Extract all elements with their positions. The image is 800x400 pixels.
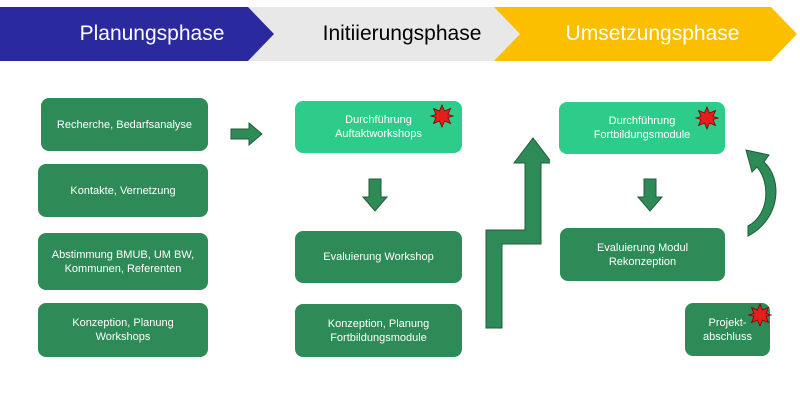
box-kontakte-line1: Kontakte, Vernetzung	[70, 184, 176, 197]
box-konzeption-fortbildung: Konzeption, Planung Fortbildungsmodule	[295, 304, 462, 357]
box-evaluierung-modul-line1: Evaluierung Modul	[596, 241, 689, 254]
box-projektabschluss-line2: abschluss	[703, 330, 752, 343]
phase-planning-label: Planungsphase	[79, 22, 225, 45]
box-recherche-line1: Recherche, Bedarfsanalyse	[56, 118, 193, 131]
box-evaluierung-modul-line2: Rekonzeption	[608, 255, 677, 268]
box-konzeption-workshops: Konzeption, Planung Workshops	[38, 303, 208, 357]
box-konzeption-workshops-line1: Konzeption, Planung	[72, 317, 174, 329]
box-abstimmung: Abstimmung BMUB, UM BW, Kommunen, Refere…	[38, 233, 208, 290]
box-konzeption-workshops-line2: Workshops	[95, 331, 151, 343]
red-star-icon	[748, 303, 772, 327]
box-evaluierung-modul: Evaluierung Modul Rekonzeption	[560, 228, 725, 281]
box-durchfuehrung-module-line1: Durchführung	[608, 115, 676, 127]
box-durchfuehrung-auftakt-line2: Auftaktworkshops	[335, 128, 422, 140]
stepped-up-arrow-icon	[485, 137, 550, 329]
box-durchfuehrung-auftakt-line1: Durchführung	[345, 114, 412, 126]
box-projektabschluss-line1: Projekt-	[708, 316, 747, 329]
phase-implementation-label: Umsetzungsphase	[565, 22, 740, 45]
phase-initiation: Initiierungsphase	[248, 7, 542, 61]
box-abstimmung-line1: Abstimmung BMUB, UM BW,	[51, 248, 195, 261]
right-arrow-icon	[230, 122, 263, 146]
box-kontakte: Kontakte, Vernetzung	[38, 164, 208, 217]
box-evaluierung-workshop-line1: Evaluierung Workshop	[323, 251, 434, 263]
box-abstimmung-line2: Kommunen, Referenten	[64, 262, 182, 275]
phase-initiation-label: Initiierungsphase	[322, 22, 482, 45]
box-konzeption-fortbildung-line2: Fortbildungsmodule	[330, 331, 427, 344]
box-durchfuehrung-module-line2: Fortbildungsmodule	[593, 129, 691, 141]
phase-planning: Planungsphase	[0, 7, 290, 61]
box-durchfuehrung-module: Durchführung Fortbildungsmodule	[559, 102, 725, 154]
phase-implementation: Umsetzungsphase	[494, 7, 797, 61]
box-konzeption-fortbildung-line1: Konzeption, Planung	[327, 317, 430, 330]
red-star-icon	[695, 106, 719, 130]
down-arrow-icon	[362, 178, 388, 212]
box-evaluierung-workshop: Evaluierung Workshop	[295, 231, 462, 283]
down-arrow-icon	[637, 178, 663, 212]
box-recherche: Recherche, Bedarfsanalyse	[41, 98, 208, 151]
red-star-icon	[430, 104, 454, 128]
curved-loop-arrow-icon	[745, 149, 777, 237]
